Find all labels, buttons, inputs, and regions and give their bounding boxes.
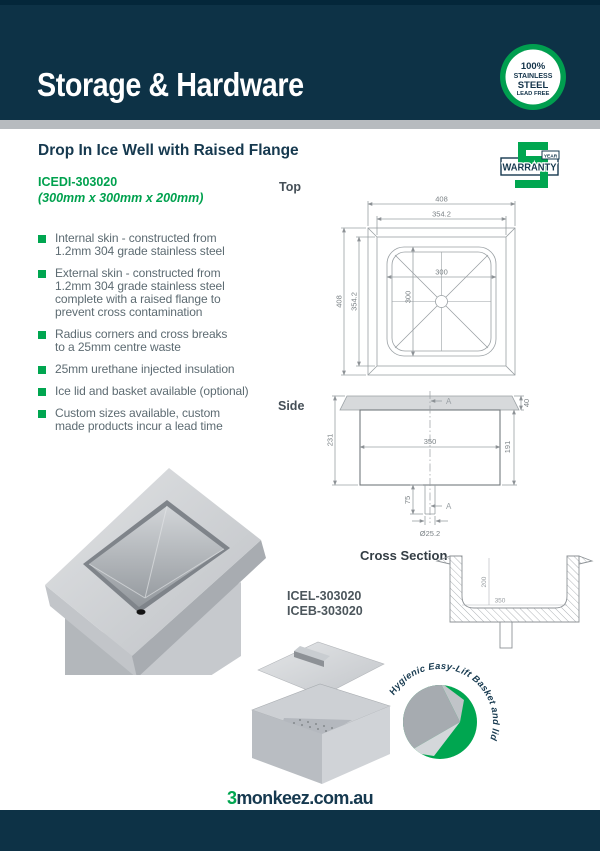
product-dimensions: (300mm x 300mm x 200mm) (38, 191, 204, 205)
related-codes: ICEL-303020 ICEB-303020 (287, 589, 363, 619)
top-view-drawing: 408 354.2 408 354.2 300 300 (335, 195, 516, 376)
dim-label: 191 (503, 441, 512, 454)
badge-stainless: STAINLESS (514, 73, 553, 80)
product-photo-ice-well (45, 468, 266, 675)
feature-text: Custom sizes available, custom made prod… (55, 406, 223, 433)
side-view-drawing: A A 350 231 40 191 75 Ø25.2 (326, 391, 531, 538)
header-banner: Storage & Hardware 100% STAINLESS STEEL … (0, 0, 600, 120)
dim-label: 40 (522, 399, 531, 407)
feature-text: Internal skin - constructed from 1.2mm 3… (55, 231, 225, 258)
product-title: Drop In Ice Well with Raised Flange (38, 142, 299, 159)
basket-front-left (252, 710, 322, 784)
footer-bar (0, 810, 600, 851)
dim-label: Ø25.2 (420, 529, 440, 538)
dim-label: 75 (403, 496, 412, 504)
feature-item: Ice lid and basket available (optional) (38, 385, 266, 398)
feature-text: Radius corners and cross breaks to a 25m… (55, 327, 228, 354)
dim-label: 408 (335, 295, 344, 308)
product-code: ICEDI-303020 (38, 175, 118, 189)
section-marker: A (446, 397, 452, 406)
dim-label: 408 (435, 195, 448, 204)
category-title: Storage & Hardware (37, 66, 304, 103)
dim-label: 231 (326, 434, 335, 447)
top-view-label: Top (279, 180, 301, 194)
dim-label: 300 (404, 291, 413, 304)
dim-label: 350 (424, 437, 437, 446)
warranty-year: YEAR (544, 153, 558, 159)
product-photo-lid-basket (251, 641, 391, 784)
badge-steel: STEEL (518, 80, 549, 91)
feature-text: 25mm urethane injected insulation (55, 362, 235, 376)
cross-section-label: Cross Section (360, 548, 448, 563)
bullet-square-icon (38, 387, 46, 396)
bullet-square-icon (38, 269, 46, 278)
bullet-square-icon (38, 409, 46, 418)
warranty-word: WARRANTY (503, 163, 557, 174)
header-top-strip (0, 0, 600, 5)
feature-item: Radius corners and cross breaks to a 25m… (38, 328, 266, 354)
stainless-steel-badge-icon: 100% STAINLESS STEEL LEAD FREE (500, 44, 566, 110)
cross-section-drawing: 200 350 (435, 555, 594, 649)
related-code: ICEL-303020 (287, 589, 362, 603)
dim-label: 300 (435, 268, 448, 277)
lid-handle (294, 651, 324, 667)
basket-corner-photo (403, 685, 464, 759)
warranty-number-5 (515, 142, 548, 188)
feature-item: External skin - constructed from 1.2mm 3… (38, 267, 266, 319)
section-marker: A (446, 502, 452, 511)
warranty-5-year-badge-icon: WARRANTY YEAR (500, 142, 560, 188)
dim-label: 200 (481, 576, 488, 587)
bullet-square-icon (38, 330, 46, 339)
basket-front-right (322, 706, 390, 784)
feature-text: External skin - constructed from 1.2mm 3… (55, 266, 225, 319)
feature-list: Internal skin - constructed from 1.2mm 3… (38, 232, 266, 442)
badge-percent: 100% (521, 61, 546, 72)
bowl-interior (89, 506, 224, 607)
related-code: ICEB-303020 (287, 604, 363, 618)
perforations (293, 719, 333, 732)
footer-url-domain: monkeez.com.au (236, 788, 374, 808)
bullet-square-icon (38, 365, 46, 374)
tub-wall-section (449, 555, 580, 623)
drain-hole (136, 609, 146, 615)
badge-leadfree: LEAD FREE (517, 91, 550, 97)
footer-url: 3monkeez.com.au (0, 788, 600, 809)
feature-item: 25mm urethane injected insulation (38, 363, 266, 376)
dim-label: 354.2 (432, 210, 451, 219)
feature-item: Internal skin - constructed from 1.2mm 3… (38, 232, 266, 258)
feature-item: Custom sizes available, custom made prod… (38, 407, 266, 433)
dim-label: 354.2 (350, 292, 359, 311)
footer-url-prefix: 3 (226, 788, 237, 808)
bullet-square-icon (38, 234, 46, 243)
header-divider (0, 120, 600, 129)
feature-text: Ice lid and basket available (optional) (55, 384, 249, 398)
hygienic-badge: Hygienic Easy-Lift Basket and lid (387, 661, 501, 759)
dim-label: 350 (495, 598, 506, 605)
side-view-label: Side (278, 399, 305, 413)
